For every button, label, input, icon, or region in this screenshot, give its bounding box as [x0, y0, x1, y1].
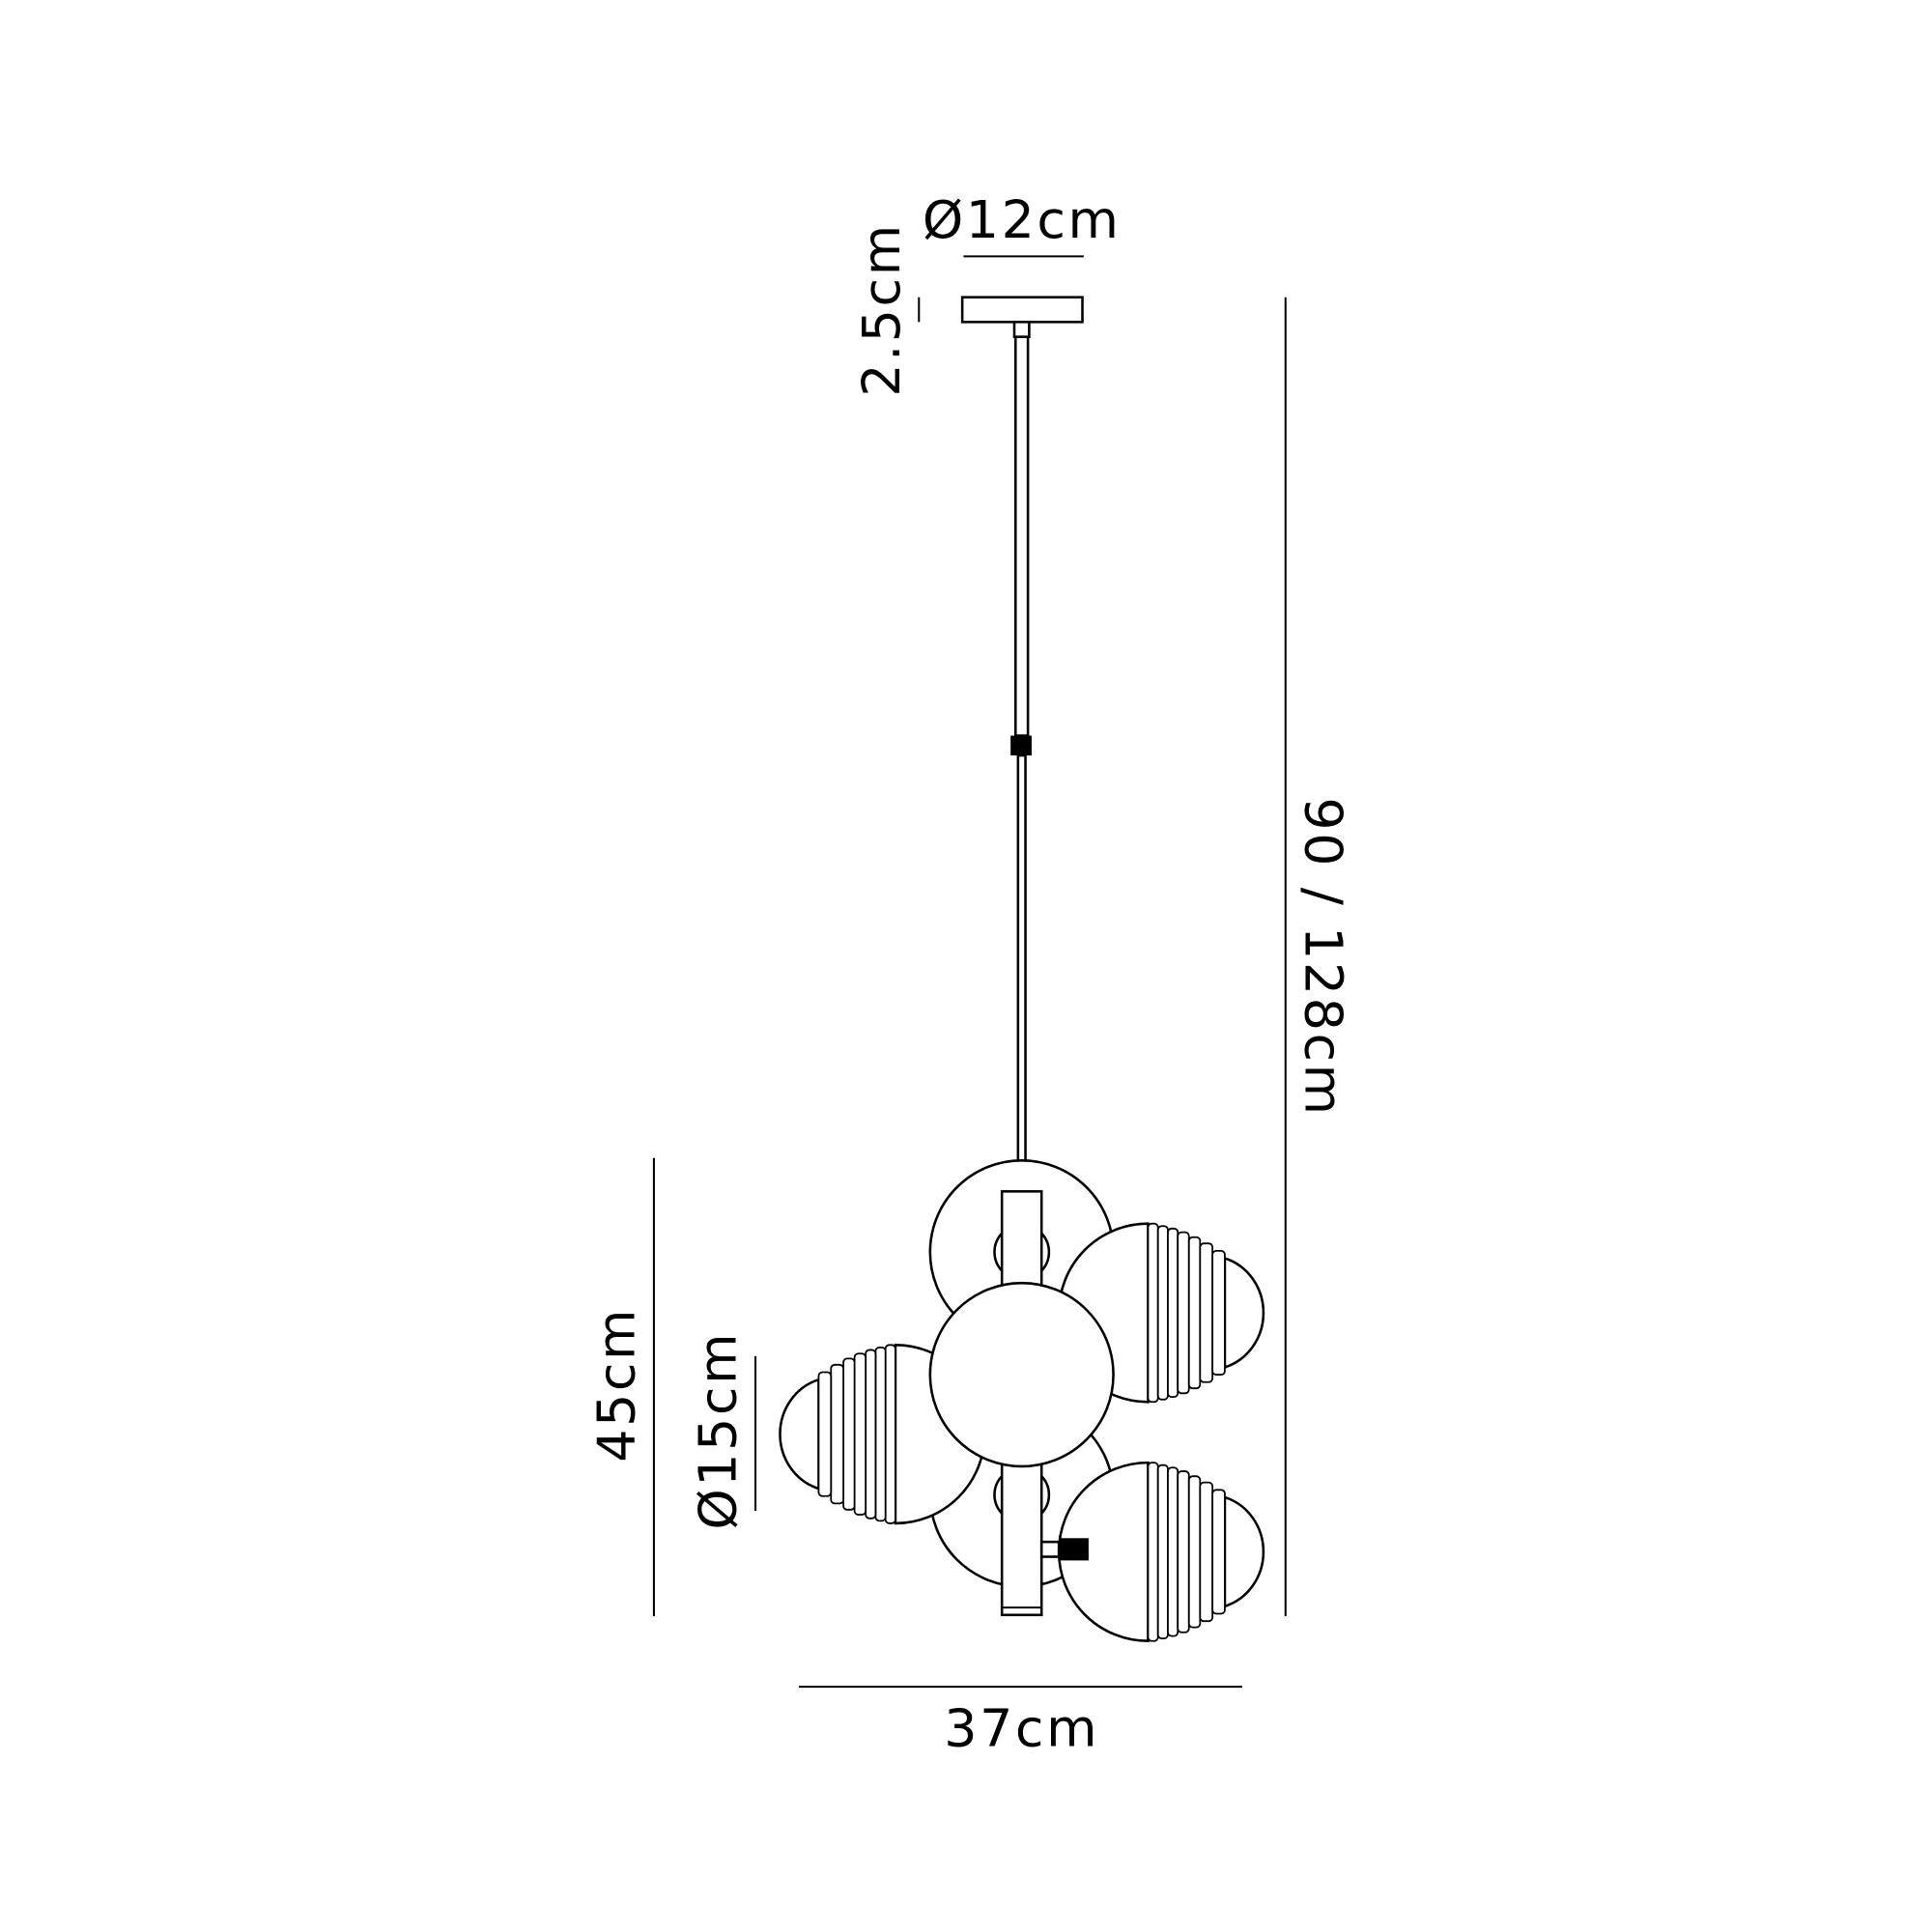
bottom-right-shade	[1039, 1461, 1265, 1642]
fixture-width-label: 37cm	[944, 1698, 1099, 1759]
overall-drop-label: 90 / 128cm	[1293, 797, 1353, 1117]
canopy	[960, 296, 1084, 338]
suspension-rod	[1010, 335, 1032, 1193]
shade-diameter-label: Ø15cm	[688, 1331, 749, 1530]
rod-coupler	[1010, 735, 1032, 756]
fixture-height-label: 45cm	[585, 1307, 646, 1463]
canopy-height-label: 2.5cm	[851, 222, 912, 396]
canopy-diameter-label: Ø12cm	[923, 189, 1122, 250]
central-globe-shade	[928, 1281, 1115, 1468]
